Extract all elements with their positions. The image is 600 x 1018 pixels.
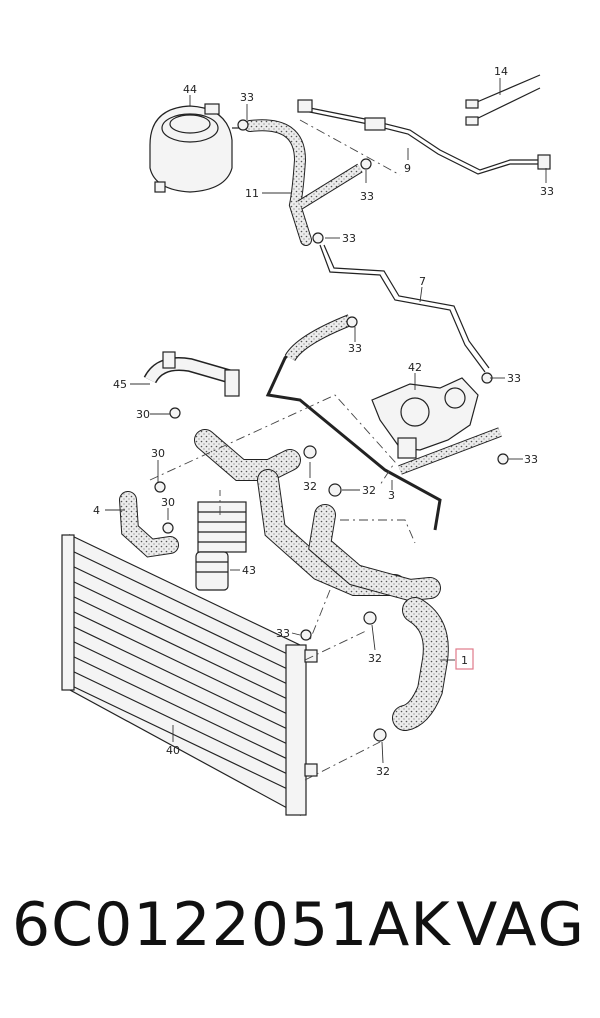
pipe-9	[297, 99, 551, 175]
callout-7: 7	[419, 275, 426, 288]
callout-45: 45	[113, 378, 127, 391]
hose-clamps	[154, 119, 509, 742]
callout-1: 1	[461, 654, 468, 667]
part-number: 6C0122051AK	[12, 890, 451, 960]
callout-1-highlight	[455, 648, 474, 670]
callout-32: 32	[376, 765, 390, 778]
callout-44: 44	[183, 83, 197, 96]
callout-9: 9	[404, 162, 411, 175]
callout-14: 14	[494, 65, 508, 78]
reference-lines	[149, 119, 416, 781]
thermostat-housing	[371, 377, 479, 459]
callout-33: 33	[507, 372, 521, 385]
coolant-flange-45	[143, 351, 240, 397]
callout-4: 4	[93, 504, 100, 517]
callout-33: 33	[342, 232, 356, 245]
callout-30: 30	[136, 408, 150, 421]
callout-42: 42	[408, 361, 422, 374]
oil-cooler	[195, 501, 247, 591]
clips-14	[465, 74, 541, 126]
cooling-system-diagram: 44 33 14 9 33 11 33 33 7 33 45 42 33 30 …	[61, 65, 554, 817]
main-hoses	[194, 429, 441, 602]
callout-32: 32	[362, 484, 376, 497]
leader-lines	[105, 78, 547, 764]
hose-4	[119, 491, 179, 558]
callout-30: 30	[151, 447, 165, 460]
callout-33: 33	[524, 453, 538, 466]
callout-32: 32	[368, 652, 382, 665]
footer: 6C0122051AK VAG	[0, 890, 600, 1000]
callout-labels: 44 33 14 9 33 11 33 33 7 33 45 42 33 30 …	[93, 65, 554, 778]
callout-40: 40	[166, 744, 180, 757]
callout-33: 33	[240, 91, 254, 104]
callout-33: 33	[348, 342, 362, 355]
callout-11: 11	[245, 187, 259, 200]
pipe-3	[265, 314, 502, 531]
callout-30: 30	[161, 496, 175, 509]
callout-33: 33	[360, 190, 374, 203]
brand-name: VAG	[456, 890, 586, 960]
radiator	[61, 534, 318, 817]
callout-33: 33	[276, 627, 290, 640]
hose-11	[244, 119, 363, 246]
hose-1-radiator	[392, 597, 449, 731]
callout-43: 43	[242, 564, 256, 577]
callout-33: 33	[540, 185, 554, 198]
callout-3: 3	[388, 489, 395, 502]
expansion-tank	[149, 103, 248, 193]
pipe-7	[319, 244, 490, 373]
callout-32: 32	[303, 480, 317, 493]
